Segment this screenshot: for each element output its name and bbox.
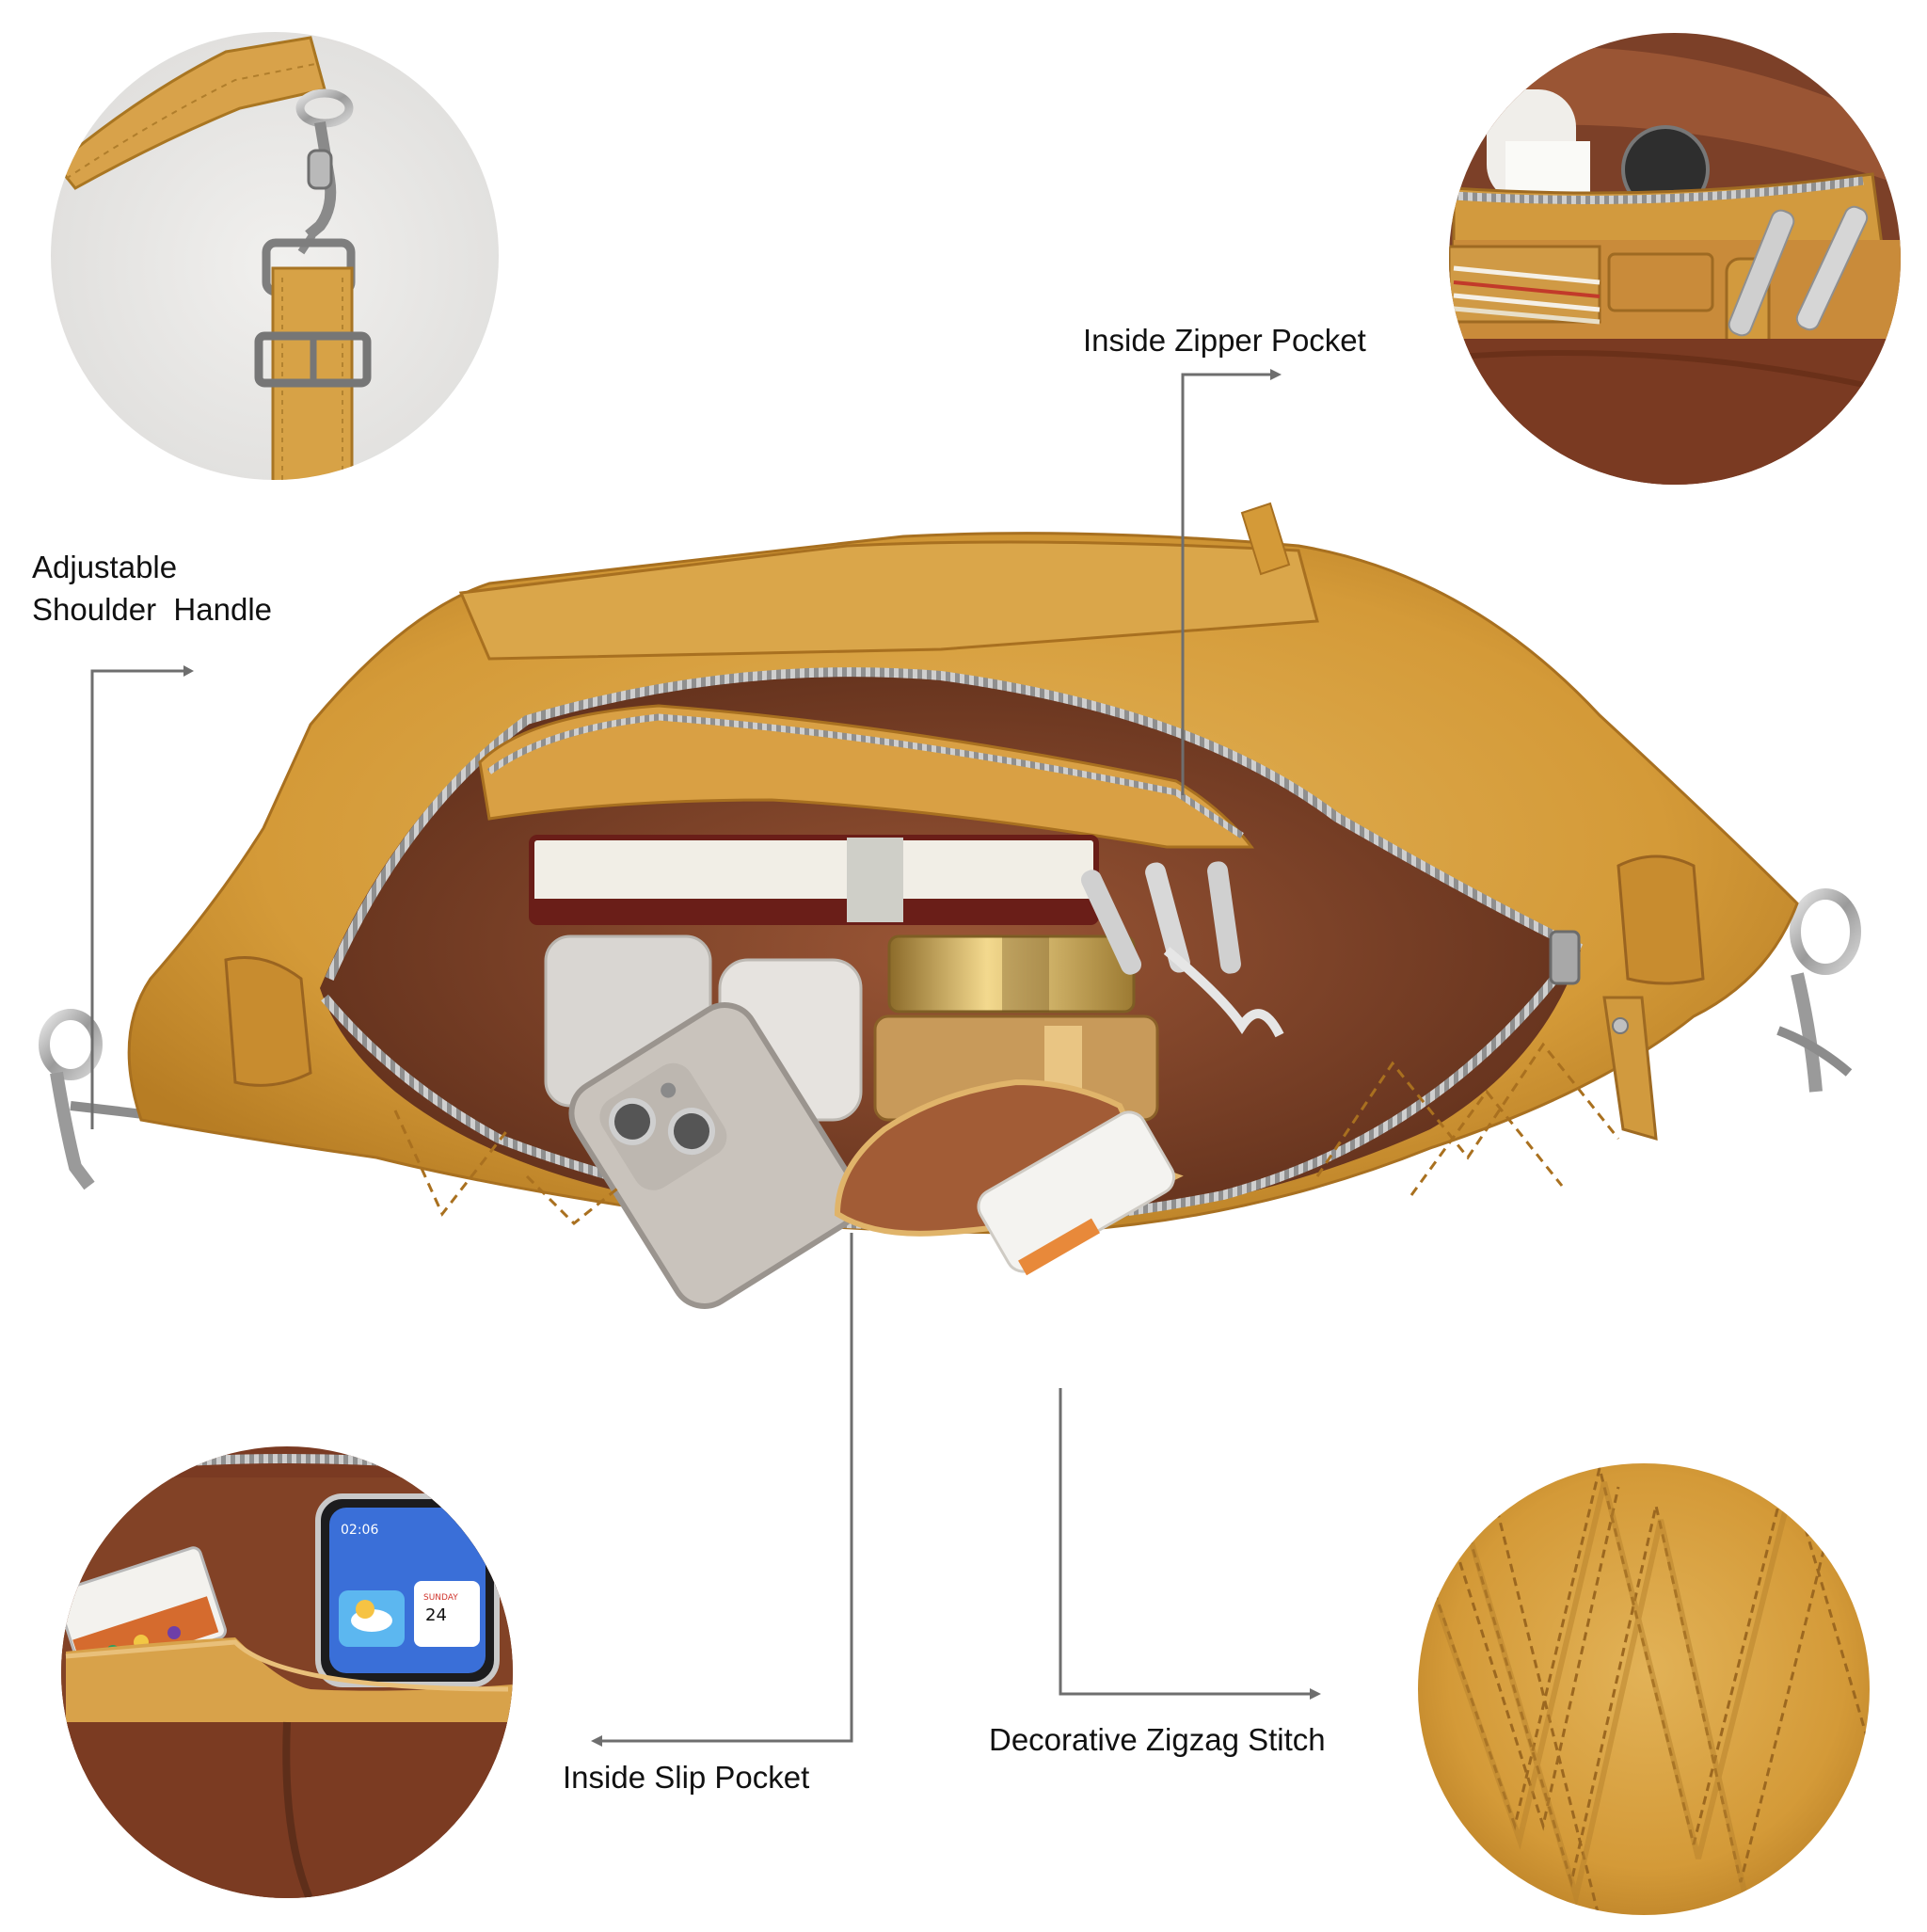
arrow-icon (183, 369, 1321, 1747)
swivel-clip-icon (295, 88, 354, 255)
zigzag-stitch-detail-photo (1418, 1463, 1870, 1915)
zipper-pull (1549, 930, 1658, 1142)
inside-zipper-pocket-detail-photo (1449, 33, 1901, 485)
leader-zipper (1181, 373, 1270, 795)
callout-shoulder-line-1: Adjustable (32, 550, 178, 584)
leader-shoulder (90, 669, 183, 1129)
buckle-icon (254, 331, 372, 388)
callout-decorative-zigzag-stitch: Decorative Zigzag Stitch (989, 1722, 1326, 1757)
left-swivel-clip-icon (39, 1009, 151, 1190)
tissue-pack-in-bag (977, 1110, 1176, 1276)
shoulder-handle-detail-photo (51, 32, 499, 480)
callout-inside-zipper-pocket: Inside Zipper Pocket (1083, 323, 1366, 358)
zipper-icon (325, 667, 1584, 982)
pens (1080, 861, 1284, 1038)
bag-main-photo (39, 502, 1861, 1309)
callout-adjustable-shoulder-handle: Adjustable Shoulder Handle (32, 546, 272, 631)
phone-time: 02:06 (341, 1523, 378, 1538)
phone-date: 24 (425, 1605, 447, 1625)
phone: 02:06 SUNDAY 24 (315, 1493, 500, 1687)
phone-day: SUNDAY (423, 1593, 458, 1603)
right-swivel-clip-icon (1776, 888, 1861, 1093)
inner-zipper-pocket (478, 704, 1255, 849)
lipstick-gold (887, 934, 1136, 1014)
leader-slip (602, 1233, 853, 1743)
leader-lines (90, 373, 1310, 1743)
leader-zigzag (1059, 1388, 1310, 1696)
callout-shoulder-line-2: Shoulder Handle (32, 592, 273, 627)
callout-inside-slip-pocket: Inside Slip Pocket (563, 1760, 810, 1795)
phone-in-bag (568, 1002, 861, 1309)
card-slots (1449, 245, 1601, 325)
front-zigzag-stitching (393, 1042, 1620, 1226)
brand-tag (1607, 252, 1714, 312)
notebook (529, 835, 1099, 925)
pen-loop-with-pens (1725, 205, 1869, 355)
inside-slip-pocket-detail-photo: 02:06 SUNDAY 24 (61, 1446, 513, 1898)
